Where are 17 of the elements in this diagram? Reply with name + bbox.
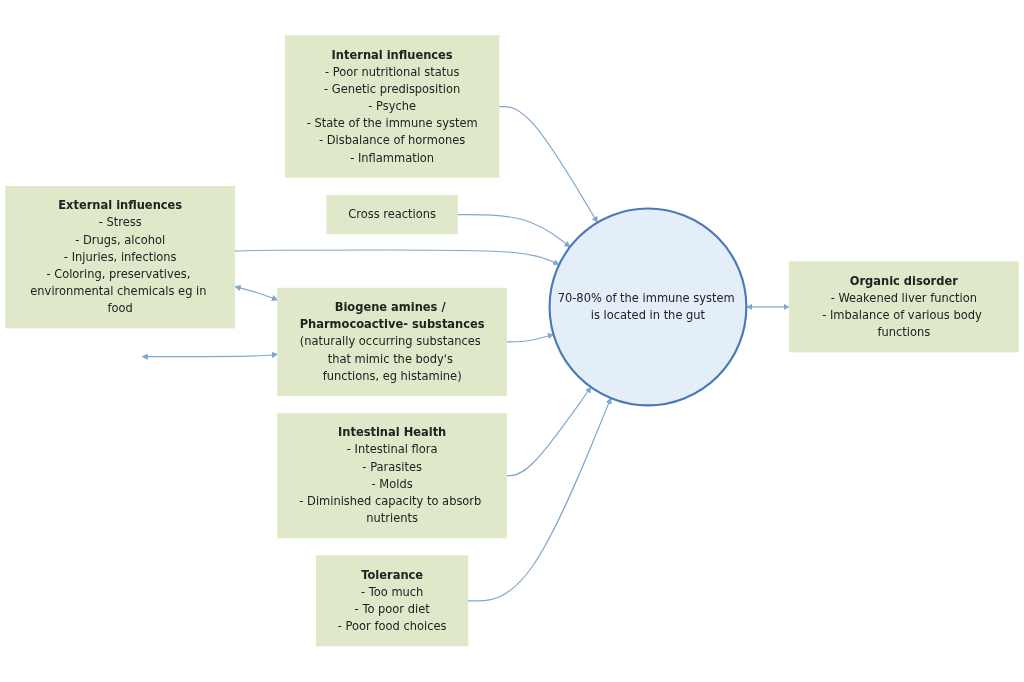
node-box: Cross reactions — [326, 195, 458, 235]
arrow — [506, 333, 554, 343]
node-box: Internal influences - Poor nutritional status - Genetic predisposition - Psyche - State of the immune system - Disbalance of hormones - Inflammation — [284, 35, 500, 178]
node-circle: 70-80% of the immune system is located in the gut — [548, 207, 748, 407]
node-box: Tolerance - Too much - To poor diet - Poor food choices — [316, 555, 469, 647]
node-box: Intestinal Health - Intestinal flora - Parasites - Molds - Diminished capacity to absorb nutrients — [277, 413, 507, 539]
arrow — [498, 106, 598, 223]
node-box: External influences - Stress - Drugs, alcohol - Injuries, infections - Coloring, preservatives, environmental chemicals eg in food — [5, 186, 236, 329]
arrow — [456, 214, 571, 248]
arrow — [746, 303, 790, 311]
arrow — [467, 397, 612, 602]
arrow — [141, 352, 278, 360]
node-box: Biogene amines / Pharmocoactive- substances (naturally occurring substances that mimic the body's functions, eg histamine) — [277, 287, 507, 396]
arrow — [506, 387, 592, 477]
node-box: Organic disorder - Weakened liver function - Imbalance of various body functions — [788, 261, 1019, 353]
arrow — [234, 249, 560, 266]
arrow — [234, 285, 278, 302]
